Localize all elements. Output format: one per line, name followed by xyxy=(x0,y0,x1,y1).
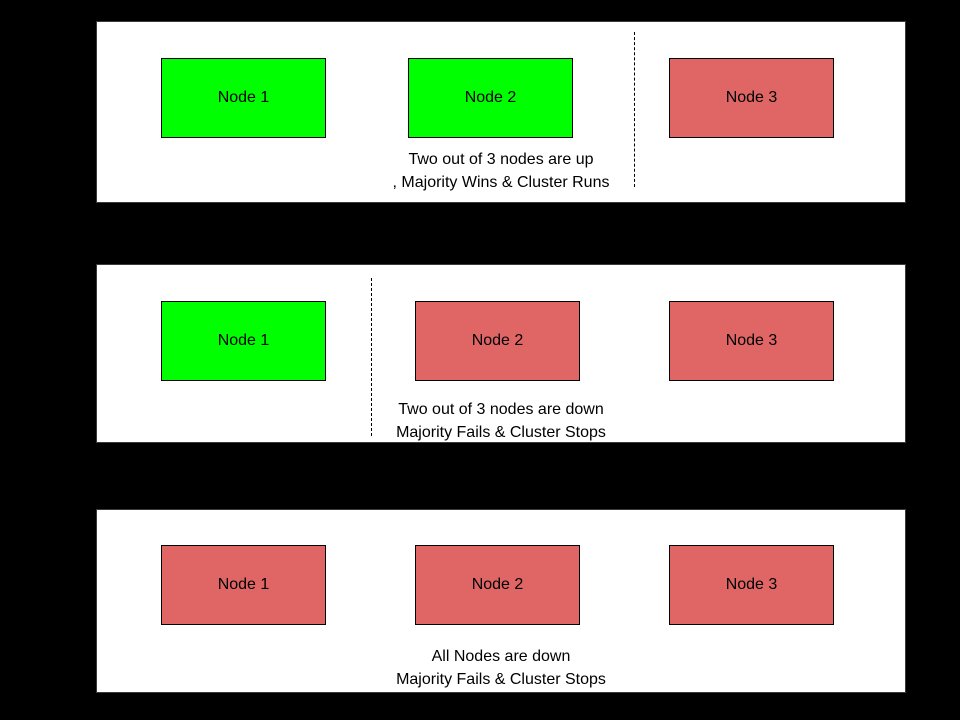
scenario-panel-all-down: Node 1 Node 2 Node 3 All Nodes are down … xyxy=(96,509,906,693)
scenario-panel-majority-down: Node 1 Node 2 Node 3 Two out of 3 nodes … xyxy=(96,264,906,443)
node-3-label: Node 3 xyxy=(725,89,778,106)
node-3-box: Node 3 xyxy=(669,545,834,625)
caption-line-1: All Nodes are down xyxy=(431,648,571,665)
node-1-label: Node 1 xyxy=(217,89,270,106)
panel-caption: All Nodes are down Majority Fails & Clus… xyxy=(97,645,905,691)
node-1-box: Node 1 xyxy=(161,58,326,138)
panel-caption: Two out of 3 nodes are down Majority Fai… xyxy=(97,398,905,444)
caption-line-2: Majority Fails & Cluster Stops xyxy=(396,424,606,441)
node-1-box: Node 1 xyxy=(161,545,326,625)
quorum-divider-dashed-line xyxy=(371,278,372,436)
node-2-box: Node 2 xyxy=(415,301,580,381)
caption-line-2: , Majority Wins & Cluster Runs xyxy=(392,174,610,191)
node-1-label: Node 1 xyxy=(217,332,270,349)
node-1-box: Node 1 xyxy=(161,301,326,381)
caption-line-2: Majority Fails & Cluster Stops xyxy=(396,671,606,688)
panel-caption: Two out of 3 nodes are up , Majority Win… xyxy=(97,148,905,194)
scenario-panel-majority-up: Node 1 Node 2 Node 3 Two out of 3 nodes … xyxy=(96,21,906,203)
quorum-divider-dashed-line xyxy=(634,32,635,187)
node-2-box: Node 2 xyxy=(415,545,580,625)
node-3-box: Node 3 xyxy=(669,301,834,381)
node-3-label: Node 3 xyxy=(725,576,778,593)
node-1-label: Node 1 xyxy=(217,576,270,593)
node-3-box: Node 3 xyxy=(669,58,834,138)
caption-line-1: Two out of 3 nodes are down xyxy=(398,401,604,418)
node-2-label: Node 2 xyxy=(464,89,517,106)
node-2-label: Node 2 xyxy=(471,576,524,593)
node-2-label: Node 2 xyxy=(471,332,524,349)
node-3-label: Node 3 xyxy=(725,332,778,349)
node-2-box: Node 2 xyxy=(408,58,573,138)
caption-line-1: Two out of 3 nodes are up xyxy=(408,151,594,168)
